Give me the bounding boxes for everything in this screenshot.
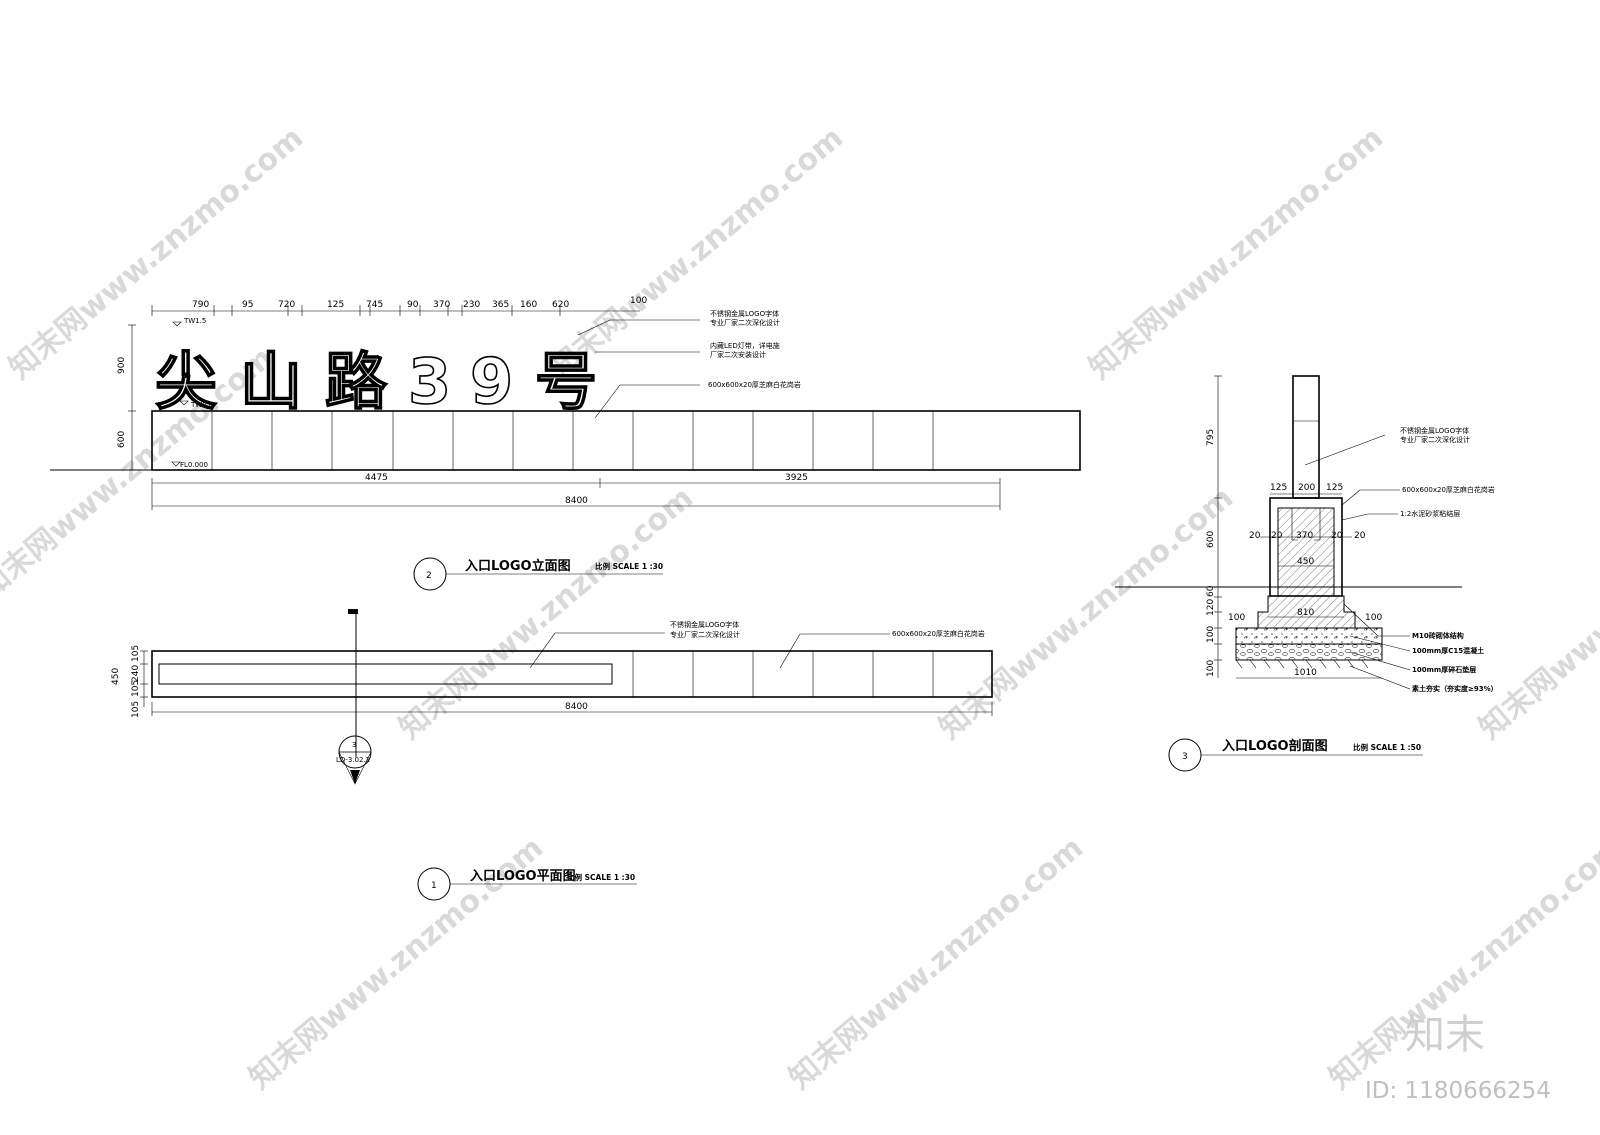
brand-id: ID: 1180666254 xyxy=(1365,1078,1551,1104)
granite-joints xyxy=(632,651,934,697)
note-text: 不锈钢金属LOGO字体 xyxy=(1400,426,1469,435)
drawing-scale: 比例 SCALE 1 :30 xyxy=(595,561,663,571)
note-text: 600x600x20厚芝麻白花岗岩 xyxy=(892,629,985,638)
sign-char: 3 xyxy=(408,345,451,418)
dim-label: 90 xyxy=(407,300,419,310)
dim-label: 365 xyxy=(492,300,509,310)
note-text: 厂家二次安装设计 xyxy=(710,350,766,359)
elevation-drawing: 尖 山 路 3 9 号 790 95 720 125 745 90 370 230 365 160… xyxy=(50,296,1081,591)
dim-label: 600 xyxy=(117,431,127,448)
dim-label: 160 xyxy=(520,300,537,310)
dim-label: 810 xyxy=(1297,608,1314,618)
dim-label: 795 xyxy=(1206,429,1216,446)
drawing-title: 入口LOGO平面图 xyxy=(470,869,576,884)
dim-label: 450 xyxy=(1297,557,1314,567)
dim-label: 720 xyxy=(278,300,295,310)
note-text: 内藏LED灯带，详电施 xyxy=(710,341,780,350)
dim-label: 200 xyxy=(1298,483,1315,493)
dim-label: 100 xyxy=(1206,626,1216,643)
dim-label: 105 xyxy=(131,680,141,697)
watermark: 知末网www.znzmo.com xyxy=(933,480,1240,746)
dim-label: 125 xyxy=(1270,483,1287,493)
note-text: 专业厂家二次深化设计 xyxy=(670,630,740,639)
note-text: 不锈钢金属LOGO字体 xyxy=(670,620,739,629)
watermark-layer: 知末网www.znzmo.com 知末网www.znzmo.com 知末网www… xyxy=(0,120,1600,1096)
dim-label: 8400 xyxy=(565,496,588,506)
dim-label: 20 xyxy=(1354,531,1366,541)
dim-label: 100 xyxy=(1365,613,1382,623)
drawing-number: 2 xyxy=(426,571,432,581)
note-text: 专业厂家二次深化设计 xyxy=(1400,435,1470,444)
dim-label: 100 xyxy=(630,296,647,306)
granite-joints xyxy=(211,411,934,470)
drawing-number: 3 xyxy=(1182,752,1188,762)
sign-char: 尖 xyxy=(155,345,217,418)
dim-label: 370 xyxy=(433,300,450,310)
level-label: TW1.5 xyxy=(183,317,206,325)
brand-logo: 知末 xyxy=(1405,1012,1485,1058)
sign-char: 9 xyxy=(470,345,513,418)
section-marker-number: 3 xyxy=(352,741,356,749)
dim-label: 450 xyxy=(111,668,121,685)
dim-label: 240 xyxy=(131,665,141,682)
dim-label: 600 xyxy=(1206,531,1216,548)
level-label: FL0.000 xyxy=(180,461,208,469)
drawing-scale: 比例 SCALE 1 :30 xyxy=(567,872,635,882)
dim-label: 1010 xyxy=(1294,668,1317,678)
dim-label: 8400 xyxy=(565,702,588,712)
dim-label: 95 xyxy=(242,300,253,310)
dim-label: 20 xyxy=(1249,531,1261,541)
level-label: TW0.6 xyxy=(190,401,214,409)
drawing-title: 入口LOGO立面图 xyxy=(465,558,571,574)
drawing-title: 入口LOGO剖面图 xyxy=(1222,738,1328,754)
note-text: 600x600x20厚芝麻白花岗岩 xyxy=(708,380,801,389)
drawing-number: 1 xyxy=(431,881,437,891)
note-text: 100mm厚C15混凝土 xyxy=(1412,646,1484,655)
dim-label: 20 xyxy=(1271,531,1283,541)
dim-label: 900 xyxy=(117,357,127,374)
watermark: 知末网www.znzmo.com xyxy=(1473,480,1600,746)
dim-label: 125 xyxy=(327,300,344,310)
sign-char: 山 xyxy=(240,345,302,418)
dim-label: 3925 xyxy=(785,473,808,483)
dim-label: 745 xyxy=(366,300,383,310)
dim-label: 120 xyxy=(1206,599,1216,616)
sign-char: 路 xyxy=(325,345,388,418)
dim-label: 125 xyxy=(1326,483,1343,493)
section-drawing: 795 600 60 120 100 100 125 200 125 20 20… xyxy=(1115,375,1498,772)
note-text: 专业厂家二次深化设计 xyxy=(710,318,780,327)
dim-label: 105 xyxy=(131,701,141,718)
plan-drawing: 3 LD-3.02.1 450 105 240 105 105 8400 不锈钢… xyxy=(111,609,993,901)
watermark: 知末网www.znzmo.com xyxy=(393,480,700,746)
dim-label: 230 xyxy=(463,300,480,310)
sign-letters: 尖 山 路 3 9 号 xyxy=(154,344,598,419)
note-text: M10砖砌体结构 xyxy=(1412,631,1464,640)
note-text: 不锈钢金属LOGO字体 xyxy=(710,309,779,318)
dim-label: 370 xyxy=(1296,531,1313,541)
sign-char: 号 xyxy=(535,345,597,418)
top-dimensions: 790 95 720 125 745 90 370 230 365 160 620 100 xyxy=(151,296,647,316)
section-marker-ref: LD-3.02.1 xyxy=(336,756,370,764)
dim-label: 20 xyxy=(1331,531,1343,541)
note-text: 600x600x20厚芝麻白花岗岩 xyxy=(1402,485,1495,494)
note-text: 1:2水泥砂浆粘结层 xyxy=(1400,509,1460,518)
drawing-scale: 比例 SCALE 1 :50 xyxy=(1353,742,1421,752)
note-text: 素土夯实（夯实度≥93%） xyxy=(1412,684,1498,693)
dim-label: 60 xyxy=(1206,585,1216,597)
dim-label: 105 xyxy=(131,645,141,662)
dim-label: 100 xyxy=(1228,613,1245,623)
dim-label: 100 xyxy=(1206,660,1216,677)
watermark: 知末网www.znzmo.com xyxy=(783,830,1090,1096)
dim-label: 620 xyxy=(552,300,569,310)
note-text: 100mm厚碎石垫层 xyxy=(1412,665,1476,674)
watermark: 知末网www.znzmo.com xyxy=(1083,120,1390,386)
dim-label: 4475 xyxy=(365,473,388,483)
dim-label: 790 xyxy=(192,300,209,310)
watermark: 知末网www.znzmo.com xyxy=(0,340,280,606)
